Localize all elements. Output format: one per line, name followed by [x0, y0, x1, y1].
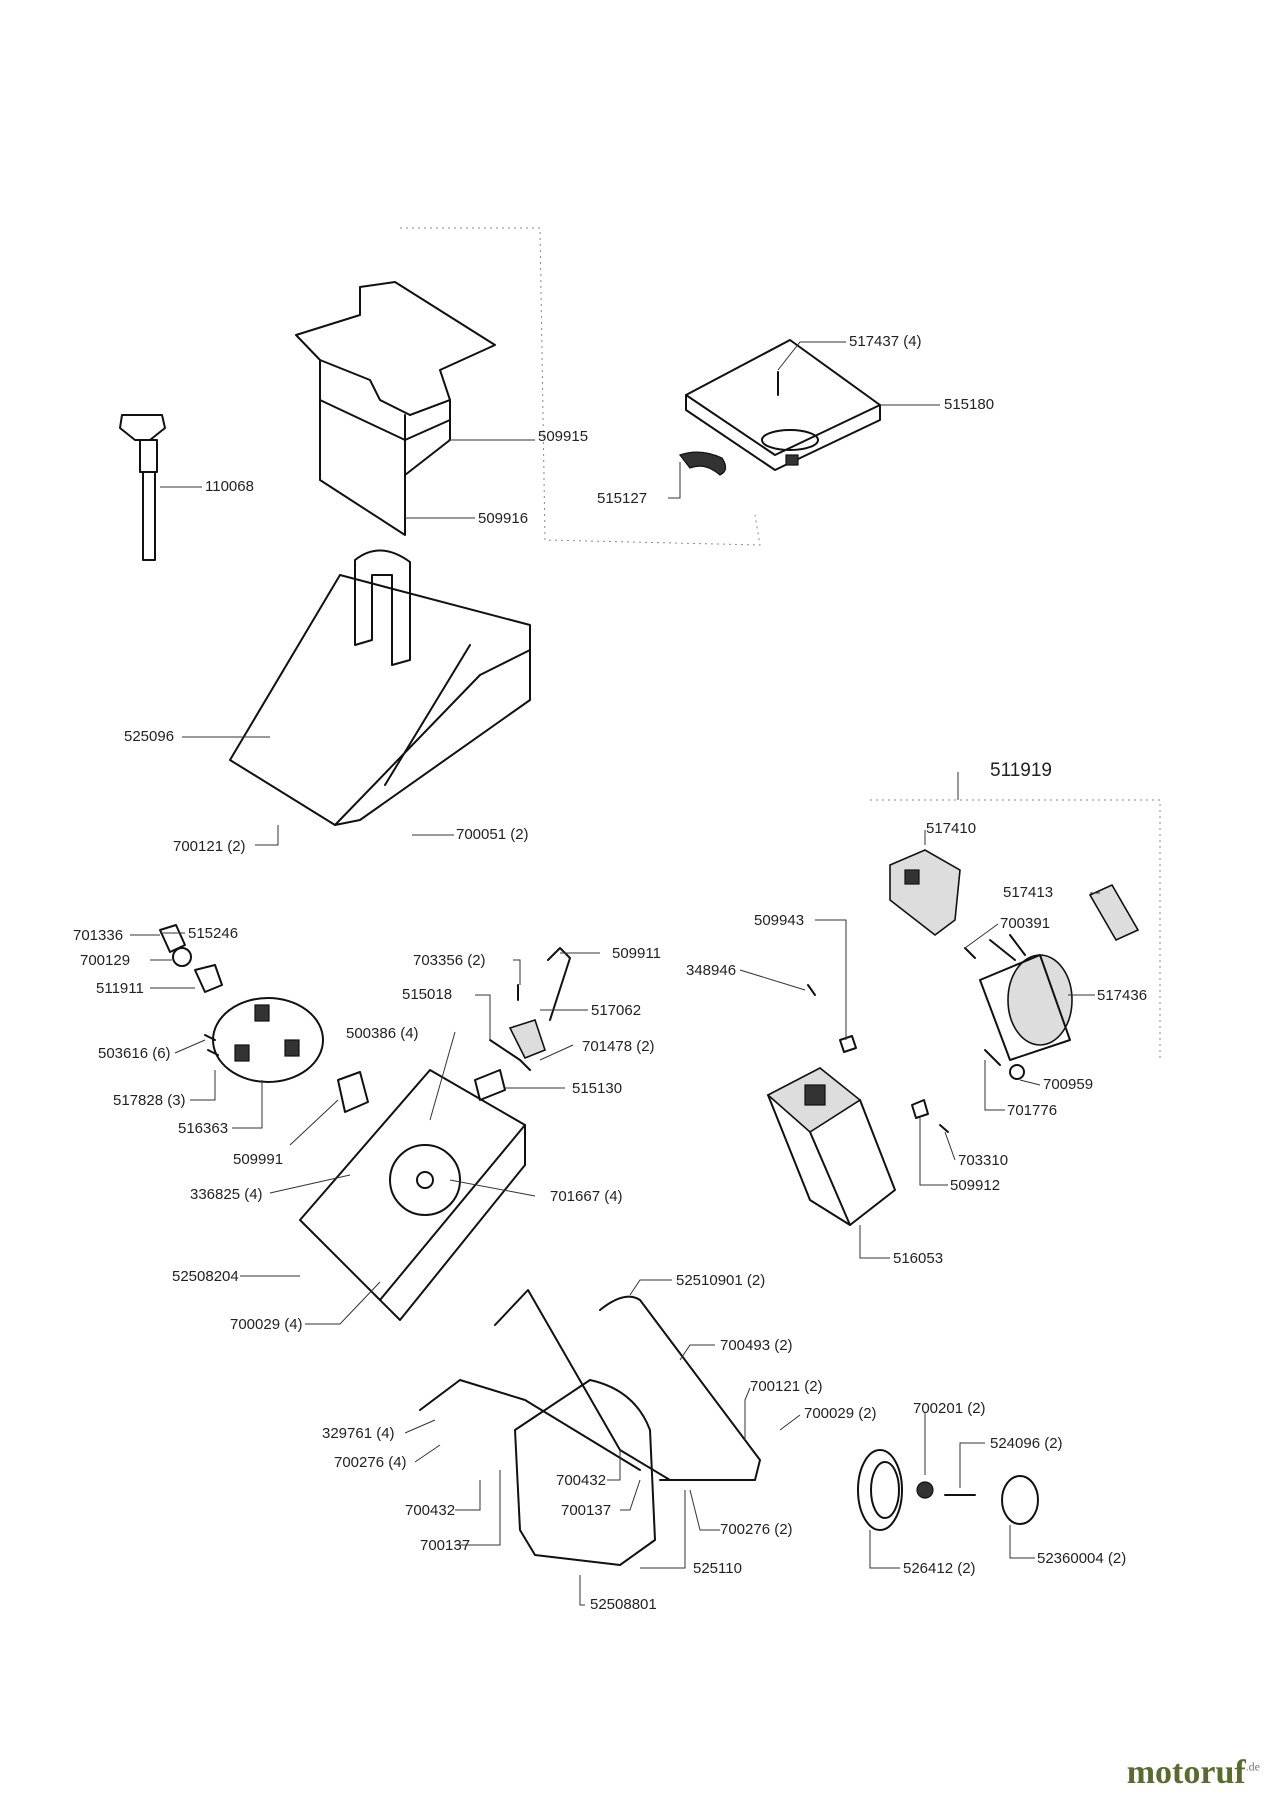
label-348946: 348946 [686, 962, 737, 979]
pin-703310 [939, 1124, 949, 1133]
screws-503616 [204, 1034, 219, 1056]
housing-516053 [766, 1067, 896, 1226]
label-700129: 700129 [80, 952, 131, 969]
label-700121-b: 700121 (2) [750, 1378, 823, 1395]
label-700137-b: 700137 [561, 1502, 612, 1519]
chute-plate-525096 [229, 549, 531, 826]
label-700391: 700391 [1000, 915, 1051, 932]
label-700959: 700959 [1043, 1076, 1094, 1093]
label-336825: 336825 (4) [190, 1186, 263, 1203]
frame-525110 [419, 1289, 761, 1566]
label-509943: 509943 [754, 912, 805, 929]
nut-509943 [839, 1035, 857, 1053]
screw-348946 [807, 984, 816, 996]
hubcap-52360004 [1001, 1475, 1039, 1525]
label-525110: 525110 [693, 1560, 742, 1577]
screw-701776 [984, 1049, 1001, 1066]
blade-515018 [489, 1039, 531, 1071]
label-517062: 517062 [591, 1002, 642, 1019]
label-700432-b: 700432 [556, 1472, 607, 1489]
label-509911: 509911 [612, 945, 661, 962]
switch-517410 [889, 849, 961, 937]
label-700051: 700051 (2) [456, 826, 529, 843]
label-700201: 700201 (2) [913, 1400, 986, 1417]
watermark-logo: motoruf.de [1127, 1754, 1260, 1792]
label-526412: 526412 (2) [903, 1560, 976, 1577]
spring-515130 [474, 1069, 506, 1101]
label-509916: 509916 [478, 510, 529, 527]
label-329761: 329761 (4) [322, 1425, 395, 1442]
label-700493: 700493 (2) [720, 1337, 793, 1354]
leader-lines [130, 341, 1100, 1606]
label-511911: 511911 [96, 980, 144, 997]
label-700432-a: 700432 [405, 1502, 456, 1519]
wheel-526412 [857, 1449, 903, 1531]
label-701667: 701667 (4) [550, 1188, 623, 1205]
label-515018: 515018 [402, 986, 453, 1003]
washer-700959 [1009, 1064, 1025, 1080]
watermark-tld: .de [1245, 1759, 1260, 1774]
label-509991: 509991 [233, 1151, 284, 1168]
adapter-511911 [194, 964, 223, 993]
motor-group-outline [870, 799, 1161, 1060]
hopper-box-509915 [295, 281, 496, 536]
knob-701336 [159, 924, 186, 953]
watermark-brand: motoruf [1126, 1754, 1246, 1791]
label-701776: 701776 [1007, 1102, 1058, 1119]
label-515127: 515127 [597, 490, 648, 507]
label-703310: 703310 [958, 1152, 1009, 1169]
label-525096: 525096 [124, 728, 175, 745]
part-700391 [964, 947, 976, 959]
hub-509991 [337, 1071, 369, 1113]
assembly-label-511919: 511919 [990, 760, 1052, 781]
label-509912: 509912 [950, 1177, 1001, 1194]
label-516363: 516363 [178, 1120, 229, 1137]
label-515180: 515180 [944, 396, 995, 413]
label-517437: 517437 (4) [849, 333, 922, 350]
label-700121-a: 700121 (2) [173, 838, 246, 855]
label-52510901: 52510901 (2) [676, 1272, 766, 1289]
motor-517436 [979, 934, 1073, 1061]
label-700029-a: 700029 (4) [230, 1316, 303, 1333]
label-52508204: 52508204 [172, 1268, 239, 1285]
label-509915: 509915 [538, 428, 589, 445]
label-500386: 500386 (4) [346, 1025, 419, 1042]
label-700029-b: 700029 (2) [804, 1405, 877, 1422]
label-515246: 515246 [188, 925, 239, 942]
label-701336: 701336 [73, 927, 124, 944]
label-516053: 516053 [893, 1250, 944, 1267]
label-110068: 110068 [205, 478, 254, 495]
disc-516363 [212, 997, 324, 1083]
label-517436: 517436 [1097, 987, 1148, 1004]
label-52508801: 52508801 [590, 1596, 657, 1613]
label-503616: 503616 (6) [98, 1045, 171, 1062]
label-517410: 517410 [926, 820, 977, 837]
label-524096: 524096 (2) [990, 1435, 1063, 1452]
washer-700201 [916, 1481, 934, 1499]
plunger-110068 [119, 414, 166, 561]
part-509912 [911, 1099, 929, 1119]
label-700276-b: 700276 (2) [720, 1521, 793, 1538]
label-515130: 515130 [572, 1080, 623, 1097]
lever-515127 [679, 451, 727, 476]
capacitor-517413 [1088, 883, 1140, 942]
knife-holder-517062 [508, 947, 571, 1060]
label-52360004: 52360004 (2) [1037, 1550, 1127, 1567]
label-703356: 703356 (2) [413, 952, 486, 969]
funnel-515180 [685, 339, 881, 471]
label-517413: 517413 [1003, 884, 1054, 901]
label-701478: 701478 (2) [582, 1038, 655, 1055]
base-52508204 [299, 1069, 526, 1321]
label-700276-a: 700276 (4) [334, 1454, 407, 1471]
label-517828: 517828 (3) [113, 1092, 186, 1109]
label-700137-a: 700137 [420, 1537, 471, 1554]
nut-700129 [172, 947, 192, 967]
hopper-group-outline [400, 227, 761, 546]
